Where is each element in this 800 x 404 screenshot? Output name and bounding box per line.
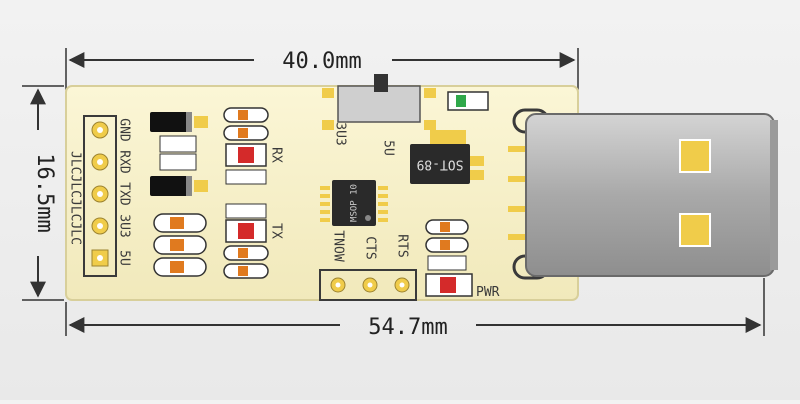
bottom-width-label: 54.7mm bbox=[368, 315, 447, 340]
green-led bbox=[456, 95, 466, 107]
switch-label-3v3: 3U3 bbox=[333, 122, 348, 145]
pcb-board bbox=[65, 85, 579, 301]
pin-label-3v3: 3U3 bbox=[117, 214, 132, 237]
tx-label: TX bbox=[269, 223, 284, 239]
usb-window-top bbox=[679, 139, 711, 173]
pwr-led bbox=[440, 277, 456, 293]
voltage-switch bbox=[322, 74, 436, 130]
usb-window-bottom bbox=[679, 213, 711, 247]
msop10-ic: MSOP 10 bbox=[320, 180, 388, 226]
top-width-label: 40.0mm bbox=[282, 49, 361, 74]
bottom-dimension: 54.7mm bbox=[65, 278, 765, 340]
pin-label-gnd: GND bbox=[117, 118, 132, 142]
pin-label-txd: TXD bbox=[117, 182, 132, 206]
switch-label-5v: 5U bbox=[381, 140, 396, 156]
pin-header bbox=[83, 115, 117, 277]
height-dimension: 16.5mm bbox=[22, 85, 64, 301]
power-indicator-top bbox=[447, 91, 489, 111]
control-header bbox=[319, 269, 417, 301]
top-dimension: 40.0mm bbox=[65, 48, 579, 90]
diode-column bbox=[150, 112, 208, 196]
rx-label: RX bbox=[269, 147, 284, 163]
rx-led bbox=[238, 147, 254, 163]
pin-label-rxd: RXD bbox=[117, 150, 132, 174]
usb-connector bbox=[508, 113, 778, 277]
header-label-tnow: TNOW bbox=[331, 230, 346, 261]
rx-led-group bbox=[223, 107, 269, 185]
pwr-label: PWR bbox=[476, 285, 500, 300]
header-label-rts: RTS bbox=[395, 234, 410, 257]
msop-marking: MSOP 10 bbox=[350, 184, 360, 222]
pin-label-5v: 5U bbox=[117, 250, 132, 266]
tx-led-group bbox=[223, 203, 269, 279]
tx-led bbox=[238, 223, 254, 239]
sot89-regulator: SOT-89 bbox=[410, 130, 484, 184]
pin-labels: GND RXD TXD 3U3 5U bbox=[117, 118, 132, 266]
capacitor-group-left bbox=[153, 213, 207, 277]
pwr-resistor-stack bbox=[425, 219, 473, 297]
brand-label: JLCJLCJLCJLC bbox=[68, 151, 83, 245]
height-label: 16.5mm bbox=[32, 153, 57, 232]
sot89-marking: SOT-89 bbox=[417, 157, 464, 172]
header-label-cts: CTS bbox=[363, 236, 378, 259]
